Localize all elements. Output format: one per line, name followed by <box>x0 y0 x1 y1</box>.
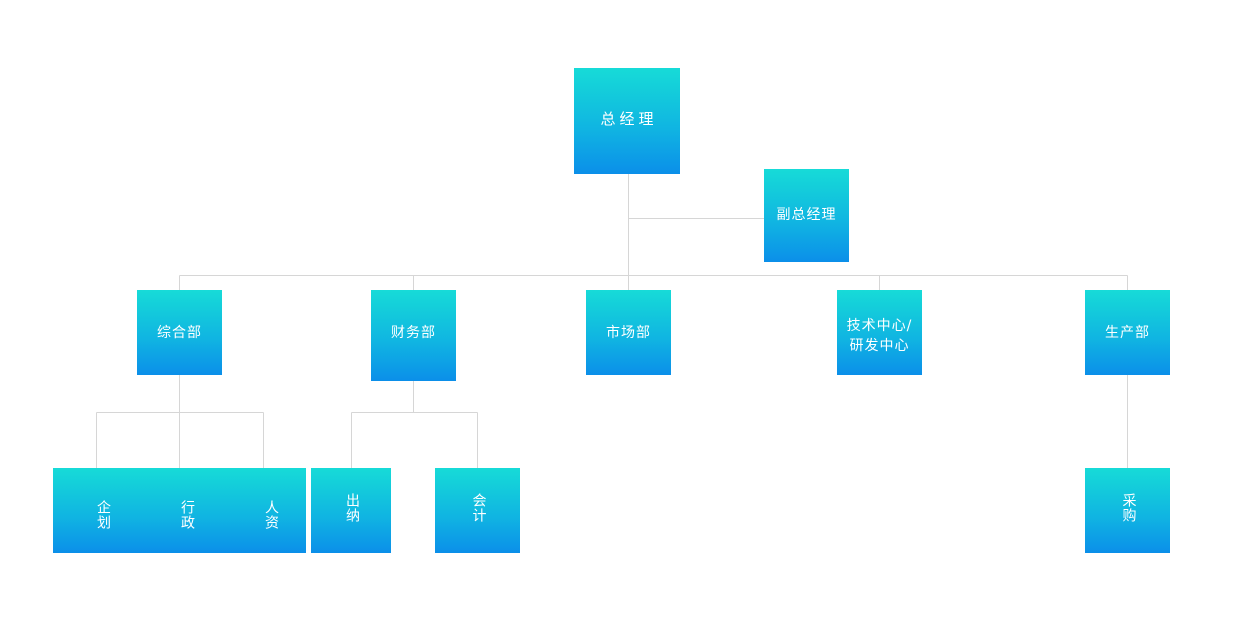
node-label-planning: 企划 <box>95 500 111 530</box>
node-finance-department[interactable]: 财务部 <box>371 290 456 381</box>
node-general-affairs-units-group[interactable]: 企划 行政 人资 <box>53 468 306 553</box>
node-label: 市场部 <box>606 325 651 341</box>
node-cashier[interactable]: 出纳 <box>311 468 391 553</box>
node-label-line-2: 研发中心 <box>849 338 910 355</box>
node-accounting[interactable]: 会计 <box>435 468 520 553</box>
node-label: 总经理 <box>600 110 658 128</box>
node-label-hr: 人资 <box>263 500 279 530</box>
node-label: 技术中心/ 研发中心 <box>847 316 913 357</box>
node-marketing-department[interactable]: 市场部 <box>586 290 671 375</box>
node-label: 财务部 <box>391 325 436 341</box>
node-label-line-1: 技术中心/ <box>846 318 913 334</box>
node-label: 会计 <box>470 493 487 523</box>
node-general-manager[interactable]: 总经理 <box>574 68 680 174</box>
node-deputy-general-manager[interactable]: 副总经理 <box>764 169 849 262</box>
node-tech-rd-center[interactable]: 技术中心/ 研发中心 <box>837 290 922 375</box>
node-procurement[interactable]: 采购 <box>1085 468 1170 553</box>
node-production-department[interactable]: 生产部 <box>1085 290 1170 375</box>
node-label: 出纳 <box>343 493 360 523</box>
node-label: 副总经理 <box>776 206 837 223</box>
node-label: 综合部 <box>157 325 202 341</box>
node-general-affairs-department[interactable]: 综合部 <box>137 290 222 375</box>
node-label-admin: 行政 <box>179 500 195 530</box>
node-label: 采购 <box>1120 493 1137 523</box>
node-label: 生产部 <box>1105 325 1150 341</box>
